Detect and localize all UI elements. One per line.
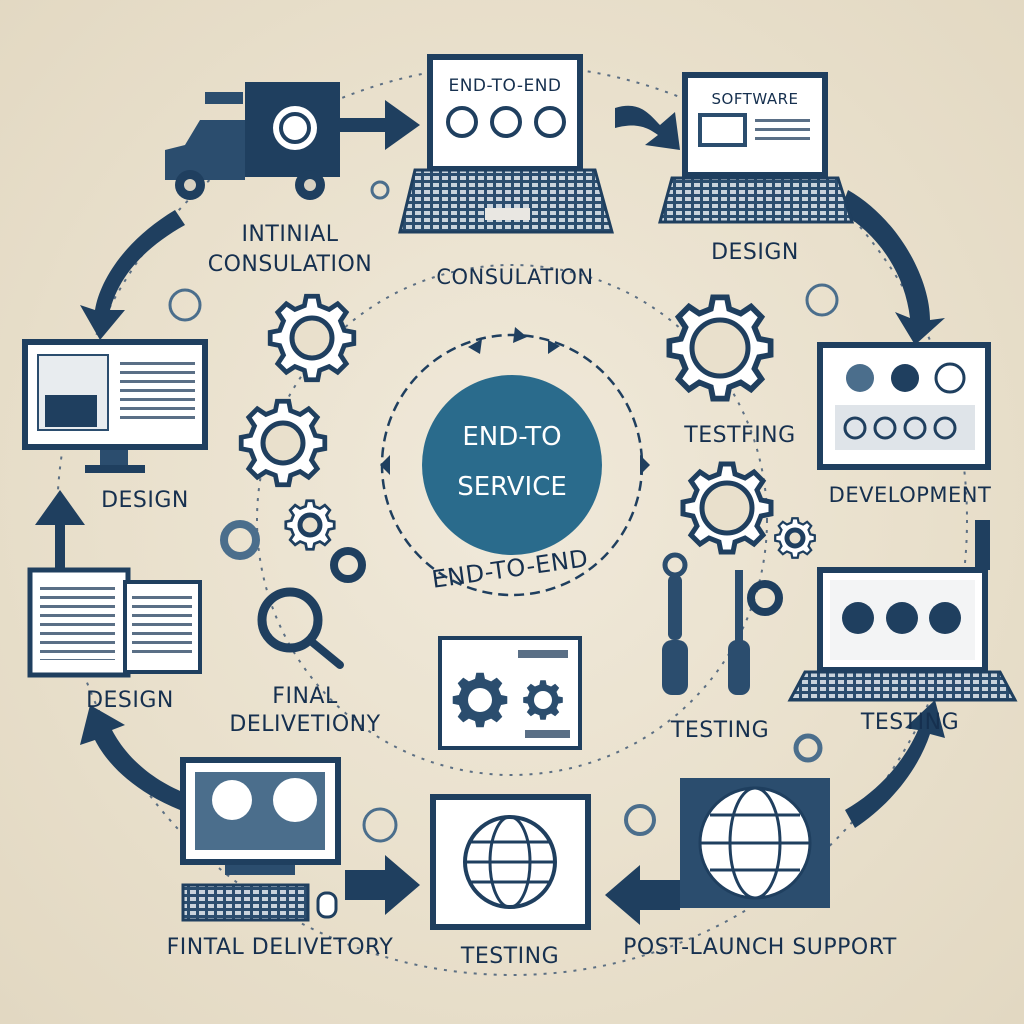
inner-ring-arrowheads <box>468 327 560 354</box>
gears-panel <box>438 636 582 750</box>
truck-illustration <box>165 82 340 200</box>
center-title-line2: SERVICE <box>457 472 567 502</box>
flow-arrows <box>35 100 990 925</box>
desktop-final-delivery <box>180 757 341 922</box>
testing-globe-panel <box>430 794 591 930</box>
label-design-lower-left: DESIGN <box>86 688 174 713</box>
documents-illustration <box>27 567 202 678</box>
label-testing-far-right: TESTING <box>860 710 960 735</box>
label-testing-bottom: TESTING <box>460 944 560 969</box>
post-launch-globe-panel <box>680 778 830 908</box>
monitor-design-left <box>22 339 208 473</box>
label-testing-right: TESTFING <box>684 423 796 448</box>
label-consultation: CONSULATION <box>436 265 594 289</box>
software-screen-text: SOFTWARE <box>711 90 799 108</box>
label-final-delivery-center-line1: FINAL <box>272 684 338 709</box>
monitor-development <box>817 342 991 470</box>
laptop-testing-right <box>787 567 1018 702</box>
center-circle <box>422 375 602 555</box>
decorative-gears <box>241 296 816 559</box>
center-title-line1: END-TO <box>462 422 562 452</box>
label-final-delivery-center-line2: DELIVETIONY <box>229 712 381 737</box>
label-post-launch-support: POST-LAUNCH SUPPORT <box>623 935 897 960</box>
laptop-end-to-end <box>398 54 614 234</box>
label-development: DEVELOPMENT <box>828 483 992 507</box>
magnifier-icon <box>257 587 344 669</box>
label-testing-center-right: TESTING <box>670 718 770 743</box>
label-design-left: DESIGN <box>101 488 189 513</box>
label-initial-consultation-line1: INTINIAL <box>241 222 339 247</box>
middle-dotted-ring <box>256 264 768 776</box>
label-initial-consultation-line2: CONSULATION <box>207 252 373 277</box>
laptop-screen-text: END-TO-END <box>448 76 562 96</box>
tools-icon <box>662 552 750 695</box>
laptop-software <box>658 72 855 224</box>
outer-dotted-ring <box>56 64 968 976</box>
label-design-top-right: DESIGN <box>711 240 799 265</box>
label-final-delivery-bottom: FINTAL DELIVETORY <box>166 935 394 960</box>
